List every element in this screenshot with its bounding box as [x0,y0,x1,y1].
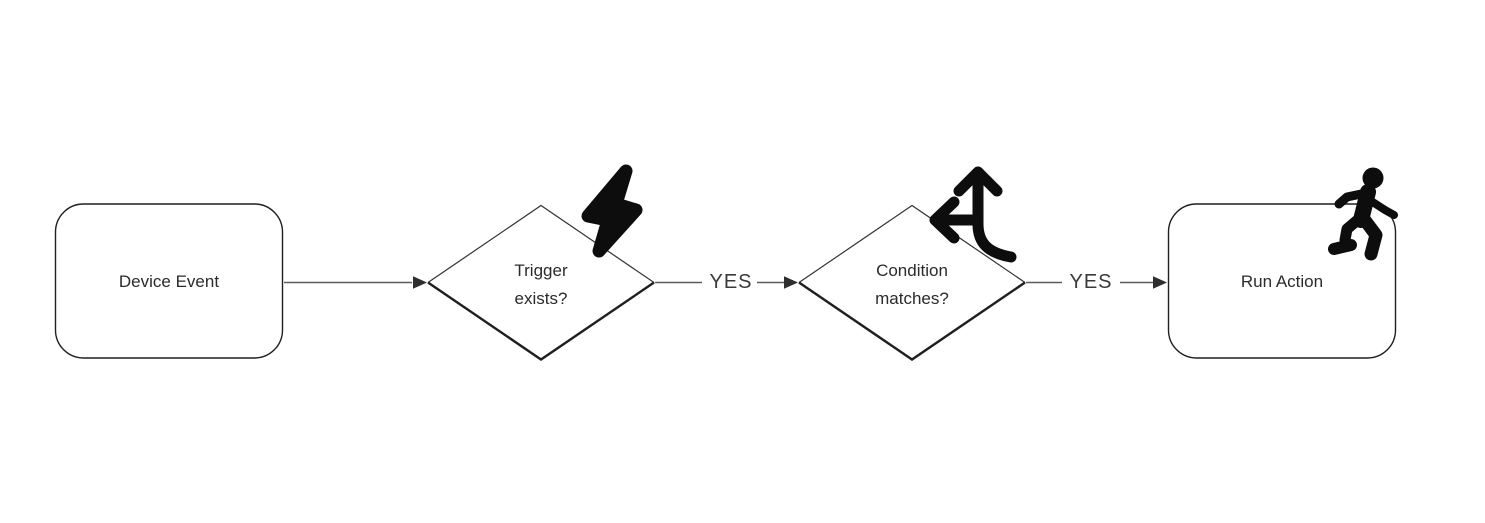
runner-shoe [1328,239,1357,255]
runner-front-leg [1339,212,1366,246]
runner-head [1362,167,1384,189]
diamond-bottom-edges [798,281,1026,361]
person-running-icon [1328,167,1398,261]
node-condition-matches-shape[interactable] [798,204,1026,361]
node-device-event-shape[interactable] [54,203,284,359]
diamond-top-edges [798,204,1026,283]
edge-condition-to-run [1026,276,1167,289]
arrowhead-icon [784,276,798,289]
lightning-bolt-shape [581,164,643,258]
arrow-up-head [953,166,1003,197]
diamond-top-edges [427,204,655,283]
directions-split-icon [929,166,1017,263]
arrow-left-head [929,196,960,244]
runner-front-arm [1334,188,1371,209]
edge-label-yes-1: YES [709,270,753,293]
edge-trigger-to-condition [655,276,798,289]
runner-back-leg [1357,212,1383,261]
edge-device-to-trigger [284,276,427,289]
runner-back-arm [1364,195,1398,219]
arrowhead-icon [1153,276,1167,289]
lightning-icon [581,164,643,258]
edge-label-yes-2: YES [1069,270,1113,293]
arrowhead-icon [413,276,427,289]
diamond-bottom-edges [427,281,655,361]
